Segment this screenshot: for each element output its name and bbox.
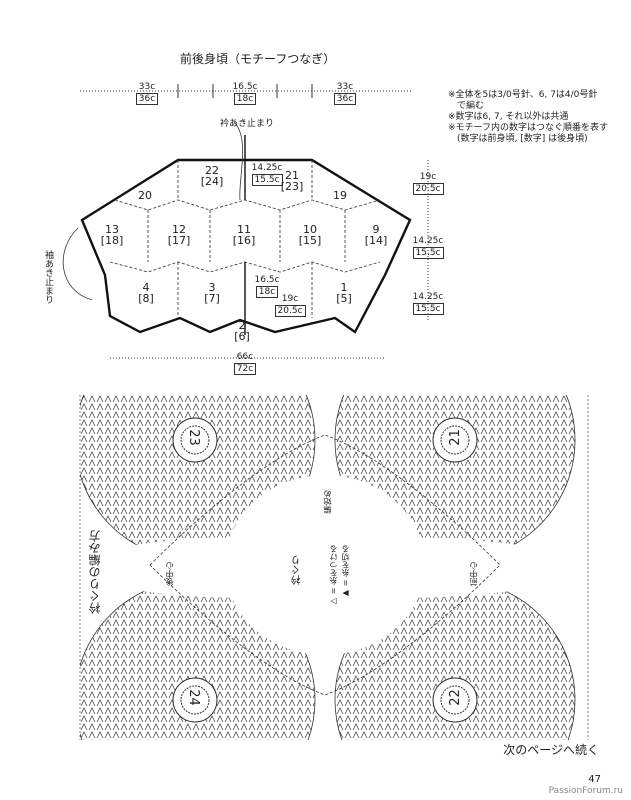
motif-label: 21[23] xyxy=(280,169,304,193)
chart-motif-number: 22 xyxy=(447,689,463,706)
continue-label: 次のページへ続く xyxy=(503,743,599,757)
notes-block: ※全体を5は3/0号針、6, 7は4/0号針 で編む ※数字は6, 7, それ以… xyxy=(448,90,609,144)
right-height-3: 14.25c 15.5c xyxy=(412,292,444,315)
back-center-label: 後中心 xyxy=(165,562,174,586)
inner-bottom-measure-a: 16.5c 18c xyxy=(254,275,280,298)
top-width-center: 16.5c 18c xyxy=(232,82,258,105)
front-center-label: 前中心 xyxy=(469,562,478,586)
start-label: 編始め xyxy=(323,490,332,514)
top-width-left: 33c 36c xyxy=(132,82,162,105)
bottom-width: 66c 72c xyxy=(228,352,262,375)
motif-label: 12[17] xyxy=(167,223,191,247)
legend-cut-yarn: ▶ = 糸を切る xyxy=(341,545,350,598)
motif-label: 9[14] xyxy=(364,223,388,247)
motif-label: 1[5] xyxy=(336,281,352,305)
chart-motif-number: 24 xyxy=(185,689,201,706)
watermark: PassionForum.ru xyxy=(548,786,623,796)
motif-layout-diagram xyxy=(62,84,429,359)
right-height-2: 14.25c 15.5c xyxy=(412,236,444,259)
neckline-crochet-chart xyxy=(0,395,631,740)
sleeve-opening-label: 袖あき止まり xyxy=(43,250,53,304)
chart-motif-number: 21 xyxy=(447,429,463,446)
motif-label: 10[15] xyxy=(298,223,322,247)
neckline-label: 衿ぐり xyxy=(292,555,303,585)
motif-label: 22[24] xyxy=(200,164,224,188)
chart-motif-number: 23 xyxy=(185,429,201,446)
diagram-title: 前後身頃（モチーフつなぎ） xyxy=(180,52,336,66)
neckline-method-title: 衿ぐりの編み方 xyxy=(88,530,102,614)
inner-bottom-measure-b: 19c 20.5c xyxy=(272,294,308,317)
motif-label: 19 xyxy=(333,189,347,202)
neck-opening-label: 衿あき止まり xyxy=(220,119,275,129)
motif-label: 3[7] xyxy=(204,281,220,305)
motif-label: 4[8] xyxy=(138,281,154,305)
motif-label: 2[6] xyxy=(234,319,250,343)
top-width-right: 33c 36c xyxy=(330,82,360,105)
motif-label: 11[16] xyxy=(232,223,256,247)
motif-label: 20 xyxy=(138,189,152,202)
legend-attach-yarn: ▷ = 糸をつける xyxy=(329,545,338,606)
inner-top-measure: 14.25c 15.5c xyxy=(251,163,283,186)
right-height-1: 19c 20.5c xyxy=(410,172,446,195)
body-outline xyxy=(80,158,412,334)
page-number: 47 xyxy=(588,774,601,785)
motif-label: 13[18] xyxy=(100,223,124,247)
